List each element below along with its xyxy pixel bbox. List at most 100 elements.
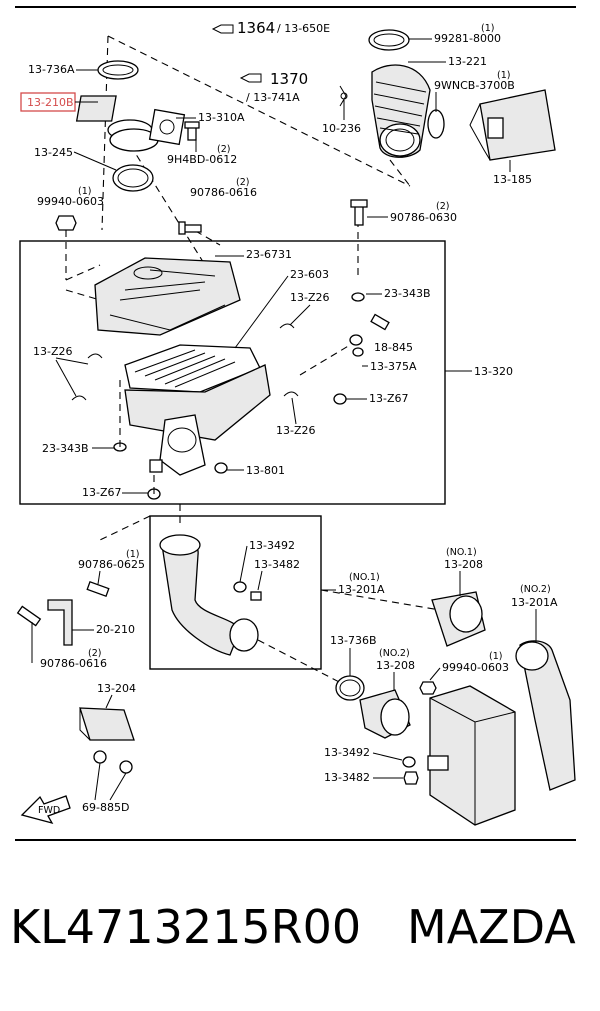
forward-arrow: FWD [20,795,71,825]
nut-99940a[interactable] [55,215,77,231]
resonator-13-208-no1[interactable] [431,591,486,647]
clip-13-z26-c[interactable] [283,391,299,397]
resonator-13-208-no2[interactable] [359,689,411,739]
grommet-13-3492-a[interactable] [233,581,247,593]
label-13-245[interactable]: 13-245 [34,146,73,159]
label-18-845[interactable]: 18-845 [374,341,413,354]
label-69-885d[interactable]: 69-885D [82,801,129,814]
label-13-310a[interactable]: 13-310A [198,111,245,124]
guide-line [299,344,351,376]
label-9h4bd[interactable]: 9H4BD-0612 [167,153,237,166]
grommet-13-801[interactable] [214,462,228,474]
label-10-236[interactable]: 10-236 [322,122,361,135]
label-20-210[interactable]: 20-210 [96,623,135,636]
guide-line [257,639,346,686]
label-13-208-no1[interactable]: 13-208 [444,558,483,571]
qty-90786c: (1) [126,549,139,560]
resonator-box[interactable] [427,685,516,826]
qty-90786d: (2) [88,648,101,659]
clamp-13-736b[interactable] [335,675,365,701]
bolt-90786a[interactable] [178,221,202,235]
bolt-90786c[interactable] [86,580,110,598]
bolt-13-3482-b[interactable] [403,771,419,785]
clamp-99281[interactable] [368,29,410,51]
label-23-603[interactable]: 23-603 [290,268,329,281]
ref-1370-number[interactable]: 1370 [270,70,308,88]
part-number: KL4713215R00 [10,900,362,954]
ring-13-245[interactable] [112,164,154,192]
screw-9h4bd[interactable] [184,121,200,141]
label-13-375a[interactable]: 13-375A [370,360,417,373]
leader-line [429,667,441,681]
label-13-3482-b[interactable]: 13-3482 [324,771,370,784]
label-13-801[interactable]: 13-801 [246,464,285,477]
label-13-185[interactable]: 13-185 [493,173,532,186]
nut-23-343b-a[interactable] [351,292,365,302]
bolt-18-845[interactable] [370,313,390,331]
leader-line [73,151,117,171]
bracket-20-210[interactable] [47,599,73,646]
label-13-z67-b[interactable]: 13-Z67 [82,486,122,499]
label-13-210b[interactable]: 13-210B [27,96,74,109]
duct-13-201a-no1[interactable] [159,534,259,656]
assembly-13-320-frame [19,240,446,505]
sensor-13-210b[interactable] [75,95,159,152]
bracket-13-204[interactable] [79,707,135,741]
label-13-z26-a[interactable]: 13-Z26 [290,291,330,304]
grommet-13-z67-a[interactable] [333,393,347,405]
label-13-736b[interactable]: 13-736B [330,634,377,647]
label-13-736a[interactable]: 13-736A [28,63,75,76]
label-13-201a-no2[interactable]: 13-201A [511,596,558,609]
label-90786c[interactable]: 90786-0625 [78,558,145,571]
grommet-10-236[interactable] [339,85,348,107]
guide-line [99,515,151,541]
grommet-13-3492-b[interactable] [402,756,416,768]
leader-line [289,304,311,326]
ref-1370-group[interactable]: 1370 / 13-741A [239,70,308,104]
duct-13-201a-no2[interactable] [515,640,576,791]
cover-23-6731[interactable] [94,257,241,336]
footer: KL4713215R00 MAZDA [0,900,600,970]
ref-1364-group[interactable]: 1364 / 13-650E [211,19,330,37]
leader-line [55,359,77,397]
label-99940a[interactable]: 99940-0603 [37,195,104,208]
pointing-hand-icon [211,24,234,34]
bolt-90786b[interactable] [350,199,368,226]
label-13-3482-a[interactable]: 13-3482 [254,558,300,571]
duct-13-185[interactable] [469,89,556,161]
label-13-320[interactable]: 13-320 [474,365,513,378]
label-99281[interactable]: 99281-8000 [434,32,501,45]
grommet-13-375a[interactable] [349,334,364,357]
label-13-204[interactable]: 13-204 [97,682,136,695]
clip-13-z26-b[interactable] [71,353,103,401]
label-23-6731[interactable]: 23-6731 [246,248,292,261]
label-13-221[interactable]: 13-221 [448,55,487,68]
clamp-13-736a[interactable] [97,60,139,80]
label-90786a[interactable]: 90786-0616 [190,186,257,199]
label-13-201a-no1[interactable]: 13-201A [338,583,385,596]
qty-no2-a: (NO.2) [520,584,551,595]
nut-99940b[interactable] [419,681,437,695]
gasket-13-310a[interactable] [148,108,186,146]
label-13-z67-a[interactable]: 13-Z67 [369,392,409,405]
ref-1364-number[interactable]: 1364 [237,19,275,37]
bolt-13-3482-a[interactable] [250,591,262,601]
clip-13-z26-a[interactable] [279,323,295,329]
label-9wncb[interactable]: 9WNCB-3700B [434,79,515,92]
bolt-90786d[interactable] [16,605,42,627]
label-23-343b-a[interactable]: 23-343B [384,287,431,300]
label-23-343b-b[interactable]: 23-343B [42,442,89,455]
label-13-208-no2[interactable]: 13-208 [376,659,415,672]
label-90786b[interactable]: 90786-0630 [390,211,457,224]
label-13-z26-b[interactable]: 13-Z26 [33,345,73,358]
clamp-9wncb[interactable] [427,109,445,139]
label-90786d[interactable]: 90786-0616 [40,657,107,670]
case-13-320[interactable] [124,364,271,476]
label-13-z26-c[interactable]: 13-Z26 [276,424,316,437]
label-13-3492-b[interactable]: 13-3492 [324,746,370,759]
hose-13-221[interactable] [371,64,431,158]
qty-99281: (1) [481,23,494,34]
label-99940b[interactable]: 99940-0603 [442,661,509,674]
label-13-3492-a[interactable]: 13-3492 [249,539,295,552]
bolt-69-885d[interactable] [93,750,133,801]
